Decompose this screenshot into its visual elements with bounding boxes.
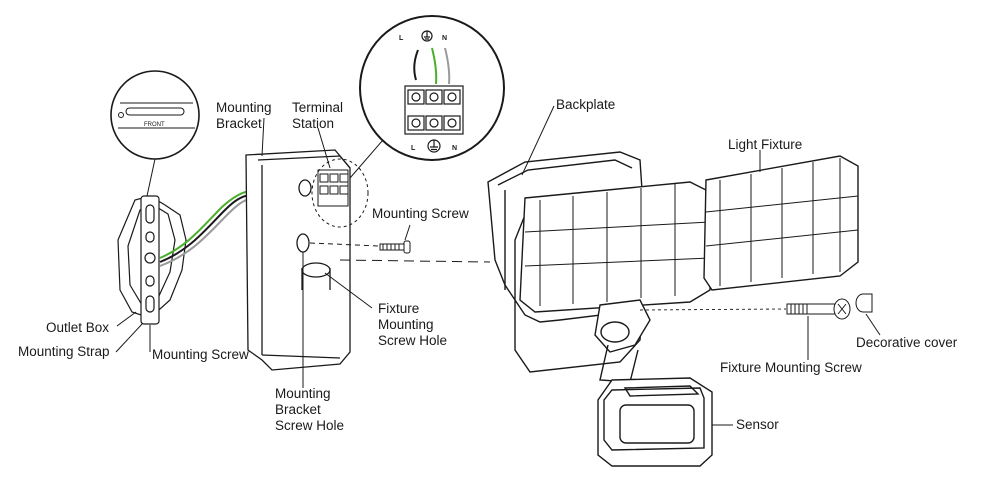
terminal-bottom-l: L	[411, 145, 416, 152]
label-mounting-bracket-line2: Bracket	[216, 116, 262, 131]
label-terminal-station-line1: Terminal	[292, 100, 344, 115]
terminal-top-n: N	[442, 35, 447, 42]
label-terminal-station-line2: Station	[292, 116, 335, 131]
label-outlet-box: Outlet Box	[46, 320, 110, 335]
label-mbsh-line3: Screw Hole	[275, 418, 345, 433]
mounting-strap-drawing	[140, 195, 160, 325]
light-fixture-drawing	[519, 155, 859, 383]
label-mounting-strap: Mounting Strap	[18, 344, 110, 359]
ground-symbol-top	[421, 30, 433, 42]
label-fixture-mounting-screw: Fixture Mounting Screw	[720, 360, 862, 375]
strap-front-marking: FRONT	[144, 122, 165, 128]
label-fmsh-line3: Screw Hole	[378, 333, 448, 348]
label-mounting-screw-bottom: Mounting Screw	[152, 347, 249, 362]
label-fmsh-line1: Fixture	[378, 301, 420, 316]
label-fixture-mounting-screw-hole: Fixture Mounting Screw Hole	[378, 301, 447, 349]
label-mbsh-line1: Mounting	[275, 386, 331, 401]
sensor-drawing	[597, 377, 713, 467]
label-fmsh-line2: Mounting	[378, 317, 434, 332]
terminal-block-small	[317, 169, 349, 207]
label-sensor: Sensor	[736, 417, 779, 432]
leader-lines	[115, 105, 881, 426]
supply-wires	[159, 190, 251, 267]
label-mounting-bracket-line1: Mounting	[216, 100, 272, 115]
terminal-top-l: L	[399, 35, 404, 42]
label-mounting-screw-top: Mounting Screw	[372, 206, 469, 221]
terminal-inset: L N L N	[359, 15, 505, 161]
label-light-fixture: Light Fixture	[728, 137, 803, 152]
ground-symbol-bottom	[427, 139, 441, 153]
label-mounting-bracket-screw-hole: Mounting Bracket Screw Hole	[275, 386, 344, 434]
label-decorative-cover: Decorative cover	[856, 335, 958, 350]
terminal-bottom-n: N	[452, 145, 457, 152]
label-backplate: Backplate	[556, 97, 616, 112]
label-mounting-bracket: Mounting Bracket	[216, 100, 272, 132]
decorative-cover-drawing	[855, 293, 873, 313]
fixture-mounting-screw-drawing	[786, 298, 851, 320]
label-mbsh-line2: Bracket	[275, 402, 321, 417]
label-terminal-station: Terminal Station	[292, 100, 343, 132]
strap-inset: FRONT	[110, 70, 200, 160]
mounting-screw-drawing	[379, 240, 411, 254]
